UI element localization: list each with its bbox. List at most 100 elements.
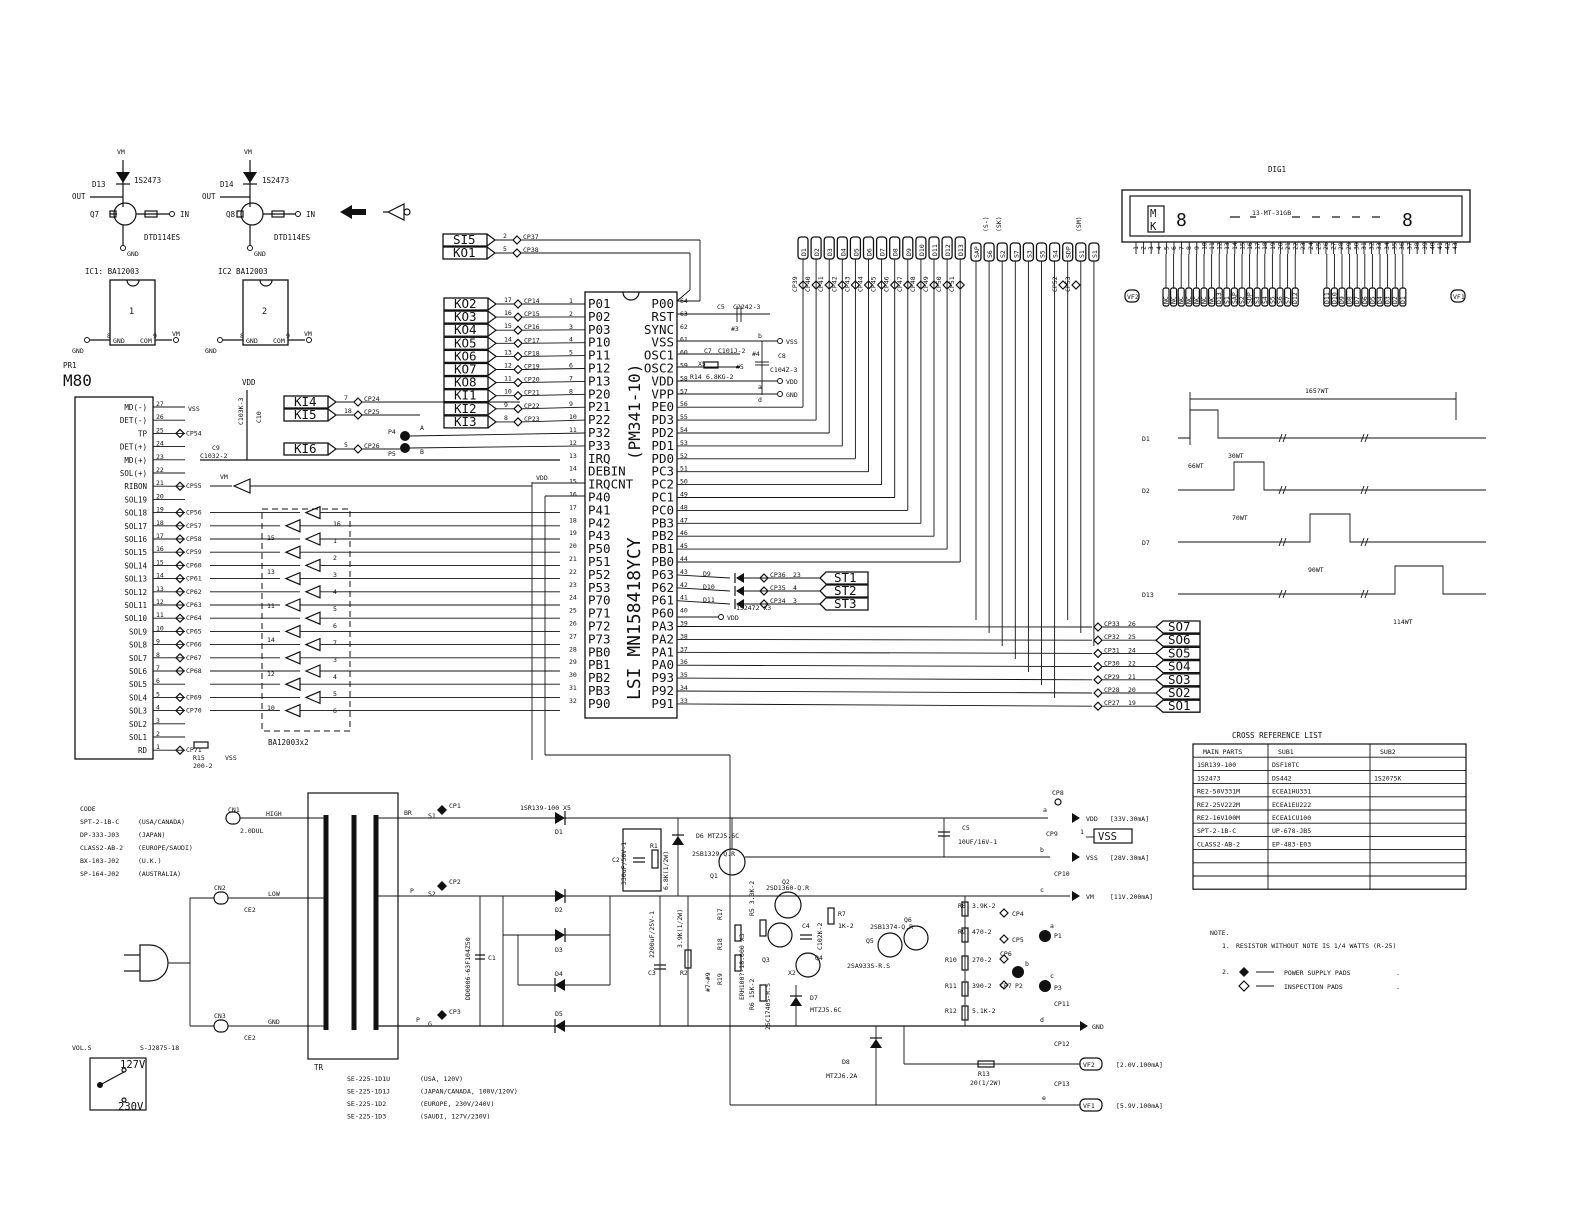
psu-vf1: VF1 xyxy=(1083,1102,1095,1110)
ic2-block: IC2 BA12003 2 GND COM 8 9 VM GND xyxy=(205,267,312,355)
psu-d8-value: MTZJ6.2A xyxy=(826,1072,857,1080)
so-pin-number: 26 xyxy=(1128,620,1136,628)
lsi-pin-number: 30 xyxy=(569,671,577,679)
psu-cp9: CP9 xyxy=(1046,830,1058,838)
so-pin-number: 24 xyxy=(1128,646,1136,654)
q7-gnd-label: GND xyxy=(127,250,139,258)
psu-vss-box: VSS xyxy=(1098,831,1117,843)
dig1-pin-number: 27 xyxy=(1330,242,1338,250)
dig1-label: NC xyxy=(1208,296,1216,304)
timing-row-label: D13 xyxy=(1142,591,1154,599)
lsi-pin-p00: P00 xyxy=(651,296,674,311)
note1-num: 1. xyxy=(1222,942,1230,950)
output-so6: SO6 xyxy=(1168,632,1191,647)
lsi-pin-number: 62 xyxy=(680,323,688,331)
lsi-pin-number: 59 xyxy=(680,362,688,370)
diode-icon xyxy=(736,573,744,583)
lsi-pin-pe0: PE0 xyxy=(651,399,674,414)
check-point-icon xyxy=(353,410,363,420)
input-check-point: CP22 xyxy=(524,402,540,410)
segment-note: (SM) xyxy=(1075,216,1083,232)
d1-diode-icon xyxy=(555,812,565,824)
timing-row-label: D2 xyxy=(1142,487,1150,495)
q8-part: DTD114ES xyxy=(274,233,311,242)
q2-transistor-icon xyxy=(774,891,802,919)
psu-vss: VSS xyxy=(1086,854,1098,862)
psu-r9: R9 xyxy=(958,928,966,936)
psu-c5: C5 xyxy=(962,824,970,832)
lsi-pin-number: 58 xyxy=(680,374,688,382)
xref-cell: 1S2075K xyxy=(1374,774,1401,782)
note2-inspection: INSPECTION PADS xyxy=(1284,983,1343,991)
dig1-pin-number: 40 xyxy=(1428,242,1436,250)
lsi-pin-number: 18 xyxy=(569,516,577,524)
psu-r12-value: 5.1K-2 xyxy=(972,1007,996,1015)
lsi-pin-p51: P51 xyxy=(588,554,611,569)
so-check-point: CP27 xyxy=(1104,699,1120,707)
lsi-pin-p11: P11 xyxy=(588,348,611,363)
check-point-icon xyxy=(513,364,523,375)
lsi-pin-pa2: PA2 xyxy=(651,631,674,646)
lsi-pin-pd1: PD1 xyxy=(651,438,674,453)
xref-cell: UP-678-JB5 xyxy=(1272,827,1311,835)
ic1-vm: VM xyxy=(172,330,180,338)
lsi-pin-number: 57 xyxy=(680,387,688,395)
lsi-pin-p40: P40 xyxy=(588,490,611,505)
output-so3: SO3 xyxy=(1168,672,1191,687)
timing-row-label: D1 xyxy=(1142,435,1150,443)
lsi-pin-number: 10 xyxy=(569,413,577,421)
segment-note: (S-) xyxy=(982,216,990,232)
dig1-pin-number: 20 xyxy=(1276,242,1284,250)
st-check-point: CP35 xyxy=(770,584,786,592)
pr1-pin-number: 6 xyxy=(156,677,160,685)
q6-transistor-icon xyxy=(903,925,929,951)
grid-check-point: CP49 xyxy=(922,276,930,292)
dig1-pin-number: 15 xyxy=(1238,242,1246,250)
buffer-icon xyxy=(284,703,301,718)
psu-q3: Q3 xyxy=(762,956,770,964)
input-pin-number: 18 xyxy=(344,407,352,415)
dig1-pin-number: 5 xyxy=(1162,246,1170,250)
psu-pb: b xyxy=(1025,960,1029,968)
dig1-model: 13-MT-31GB xyxy=(1252,209,1291,217)
segment-s7: S7 xyxy=(1012,250,1020,258)
check-point-icon xyxy=(513,338,523,349)
cn1-value: 2.0DUL xyxy=(240,827,264,835)
lsi-chip: P011P022P033P104P115P126P137P208P219P221… xyxy=(569,291,688,719)
st-check-point: CP34 xyxy=(770,597,786,605)
check-point-icon xyxy=(1093,674,1103,685)
pr1-pin-number: 5 xyxy=(156,690,160,698)
lsi-pin-pb1: PB1 xyxy=(588,657,611,672)
psu-f7: #7~#9 xyxy=(704,972,712,992)
tr-br: BR xyxy=(404,809,412,817)
check-point-icon xyxy=(759,586,769,596)
timing-period: 165?WT xyxy=(1305,387,1329,395)
check-point-icon xyxy=(175,692,185,703)
buffer-pin-number: 6 xyxy=(333,707,337,715)
lsi-pin-number: 6 xyxy=(569,362,573,370)
dig1-label: DIG1 xyxy=(1268,165,1286,174)
pr1-pin-sol9: SOL9 xyxy=(129,627,147,636)
buffer-pin-number: 16 xyxy=(333,520,341,528)
psu-cp8: CP8 xyxy=(1052,789,1064,797)
timing-row-label: D7 xyxy=(1142,539,1150,547)
lsi-pin-p73: P73 xyxy=(588,631,611,646)
ki-p4: P4 xyxy=(388,428,396,436)
dig1-pin-number: 3 xyxy=(1147,246,1155,250)
input-pin-number: 11 xyxy=(504,375,512,383)
r14-label: R14 xyxy=(690,373,702,381)
lsi-pin-pc2: PC2 xyxy=(651,477,674,492)
lsi-pin-number: 39 xyxy=(680,620,688,628)
check-point-icon xyxy=(513,390,523,401)
psu-r9-value: 470-2 xyxy=(972,928,992,936)
pr1-check-point: CP67 xyxy=(186,654,202,662)
lsi-pin-debin: DEBIN xyxy=(588,464,626,479)
q7-driver: VM D13 1S2473 OUT Q7 IN DTD114ES GND xyxy=(72,148,189,258)
pr1-pin-number: 16 xyxy=(156,545,164,553)
xref-cell: 1SR139-100 xyxy=(1197,761,1236,769)
st-check-point: CP36 xyxy=(770,571,786,579)
dig1-label: S4 xyxy=(1261,296,1269,304)
